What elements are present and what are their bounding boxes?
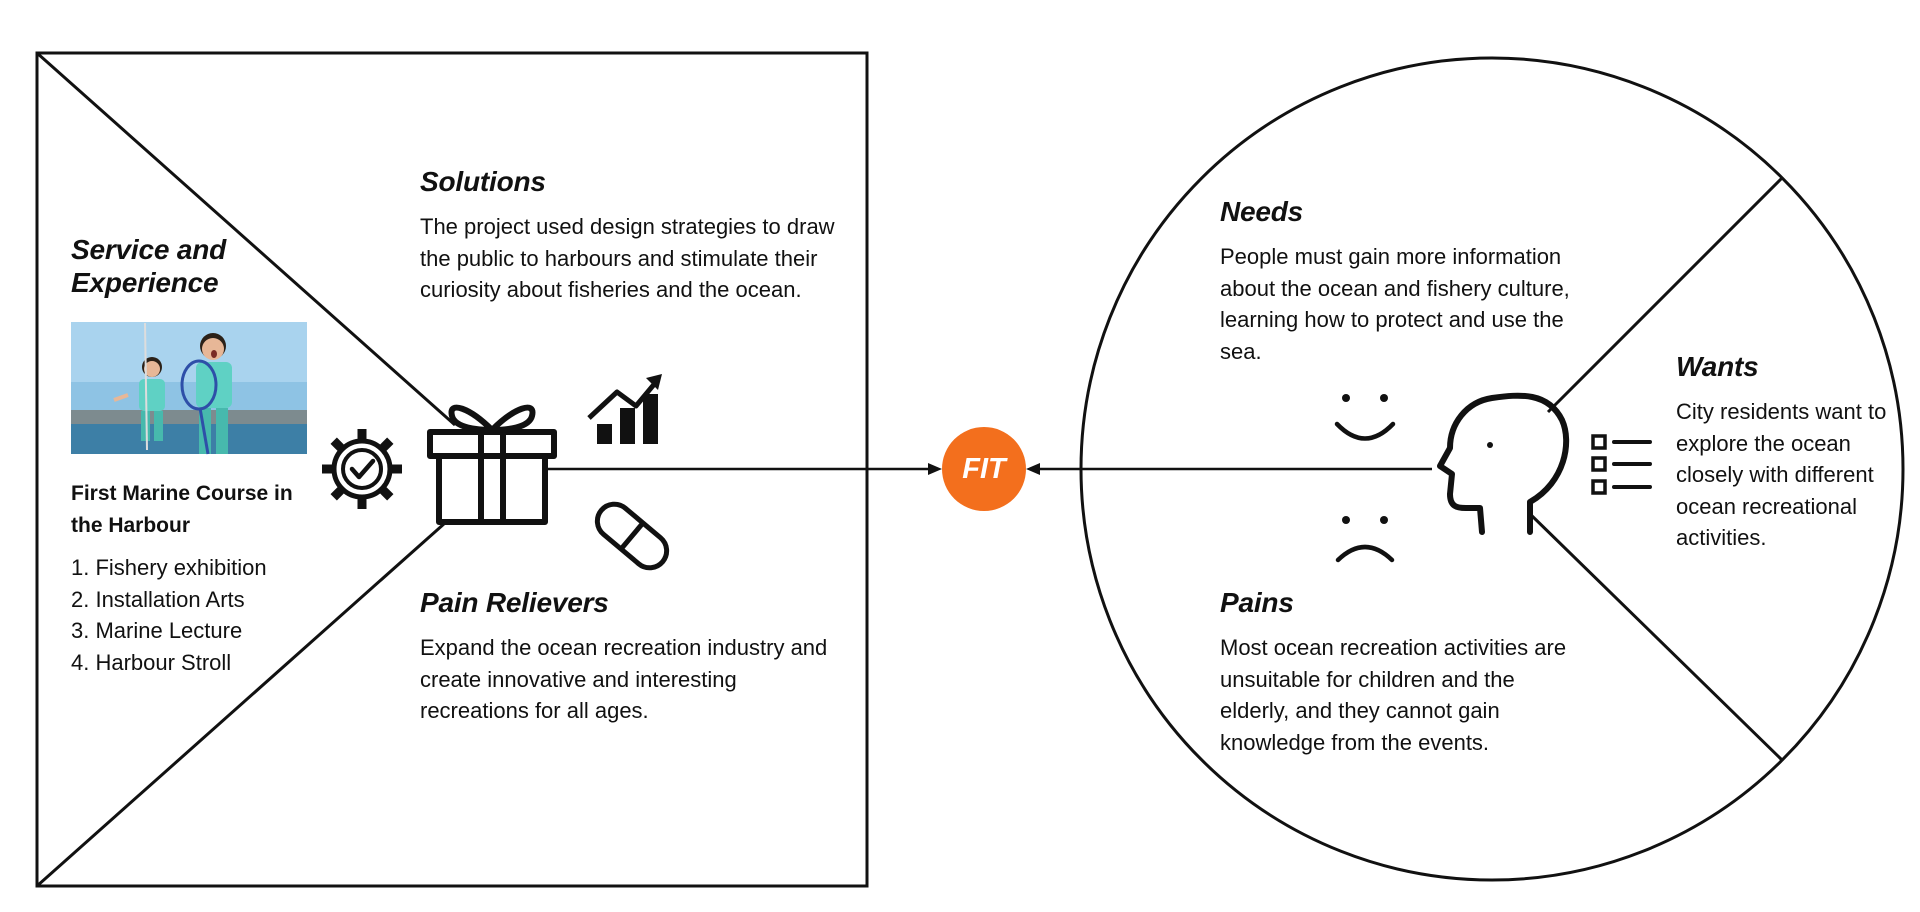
list-item: 1. Fishery exhibition [71, 555, 267, 580]
solutions-heading: Solutions [420, 166, 546, 197]
diagonal-bottom [36, 521, 446, 888]
growth-chart-icon [587, 374, 662, 444]
list-item: 4. Harbour Stroll [71, 649, 232, 675]
fit-connectors [548, 463, 1432, 475]
service-heading: Service and Experience [71, 234, 226, 298]
fit-circle [942, 427, 1026, 511]
needs-heading: Needs [1220, 196, 1304, 227]
right-arrowhead [1026, 463, 1040, 475]
pill-icon [594, 501, 670, 571]
checklist-icon [1591, 434, 1652, 495]
wants-text: City residents want to explore the ocean… [1676, 399, 1887, 550]
divider-top [1546, 176, 1784, 414]
pains-heading: Pains [1220, 587, 1294, 618]
pain-relievers-heading: Pain Relievers [420, 587, 609, 618]
needs-text: People must gain more information about … [1220, 244, 1570, 364]
smile-icon [1334, 394, 1396, 441]
course-items: 1. Fishery exhibition 2. Installation Ar… [71, 552, 331, 678]
list-item: 3. Marine Lecture [71, 618, 243, 643]
gift-icon [427, 404, 557, 525]
left-arrowhead [928, 463, 942, 475]
frown-icon [1335, 516, 1395, 563]
head-profile-icon [1437, 392, 1570, 535]
fit-label: FIT [962, 452, 1006, 485]
list-item: 2. Installation Arts [71, 586, 245, 612]
divider-bottom [1526, 510, 1784, 762]
diagonal-top [36, 51, 456, 427]
solutions-text: The project used design strategies to dr… [420, 214, 835, 302]
wants-heading: Wants [1676, 351, 1759, 382]
pains-text: Most ocean recreation activities are uns… [1220, 635, 1567, 755]
children-photo [71, 322, 307, 455]
gear-check-icon [322, 429, 402, 509]
pain-relievers-text: Expand the ocean recreation industry and… [420, 635, 828, 723]
course-title: First Marine Course in the Harbour [71, 482, 293, 537]
